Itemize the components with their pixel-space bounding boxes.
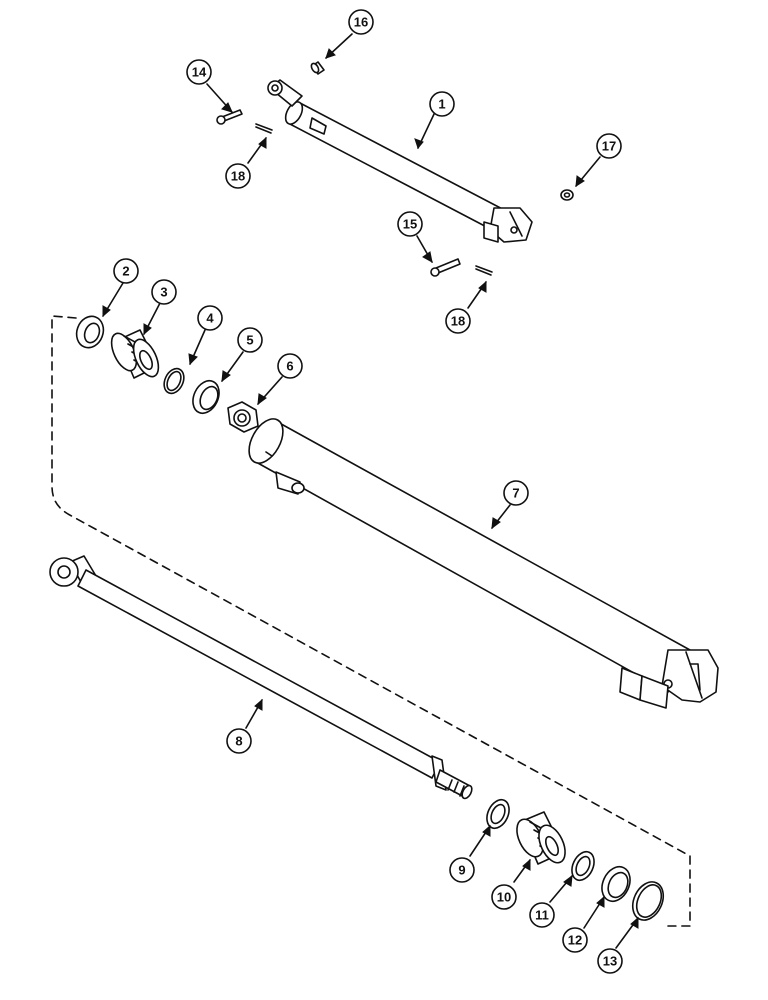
svg-text:2: 2 — [122, 264, 129, 279]
svg-text:14: 14 — [192, 65, 207, 80]
svg-text:12: 12 — [568, 933, 582, 948]
part-10-piston — [516, 811, 566, 865]
part-1-cylinder-assembly — [267, 79, 533, 243]
svg-text:8: 8 — [235, 734, 242, 749]
svg-text:9: 9 — [458, 863, 465, 878]
svg-text:17: 17 — [602, 139, 616, 154]
callout-14: 14 — [186, 59, 212, 85]
callout-7: 7 — [503, 480, 529, 506]
part-13-seal-ring — [631, 881, 665, 921]
svg-text:4: 4 — [206, 311, 214, 326]
callout-4: 4 — [197, 305, 223, 331]
svg-text:11: 11 — [535, 908, 549, 923]
part-5-backup-ring — [192, 379, 220, 415]
part-11-o-ring — [571, 850, 595, 882]
part-16-sleeve — [310, 61, 325, 75]
callout-18-lower: 18 — [445, 308, 471, 334]
callout-16: 16 — [348, 9, 374, 35]
callout-12: 12 — [562, 927, 588, 953]
svg-text:5: 5 — [246, 333, 253, 348]
callout-15: 15 — [397, 211, 423, 237]
svg-text:16: 16 — [354, 15, 368, 30]
callout-17: 17 — [596, 133, 622, 159]
assembly-dashed-outline — [51, 315, 691, 927]
part-14-pin — [216, 109, 243, 125]
part-17-washer — [560, 189, 574, 201]
part-12-backup-ring — [601, 865, 631, 903]
part-18-cotter-pin-upper — [255, 123, 273, 134]
part-2-wiper-seal — [75, 315, 105, 349]
svg-text:13: 13 — [603, 954, 617, 969]
callout-6: 6 — [277, 353, 303, 379]
callout-9: 9 — [449, 857, 475, 883]
part-7-barrel — [248, 418, 719, 709]
part-3-gland — [110, 329, 160, 379]
callout-3: 3 — [151, 279, 177, 305]
callout-1: 1 — [429, 91, 455, 117]
part-6-nut — [227, 401, 259, 433]
svg-text:18: 18 — [231, 169, 245, 184]
callout-8: 8 — [226, 728, 252, 754]
part-15-pin — [430, 258, 461, 277]
part-4-o-ring — [163, 367, 185, 395]
callout-13: 13 — [597, 948, 623, 974]
svg-text:18: 18 — [451, 314, 465, 329]
svg-text:15: 15 — [403, 217, 417, 232]
callout-18-upper: 18 — [225, 163, 251, 189]
callout-2: 2 — [113, 258, 139, 284]
part-9-o-ring — [486, 798, 510, 830]
svg-text:1: 1 — [438, 97, 445, 112]
svg-text:7: 7 — [512, 486, 519, 501]
callout-5: 5 — [237, 327, 263, 353]
callout-10: 10 — [491, 884, 517, 910]
svg-text:10: 10 — [497, 890, 511, 905]
svg-text:3: 3 — [160, 285, 167, 300]
part-8-piston-rod — [49, 555, 473, 800]
callout-11: 11 — [529, 902, 555, 928]
svg-text:6: 6 — [286, 359, 293, 374]
part-18-cotter-pin-lower — [475, 265, 493, 276]
leader-lines — [102, 33, 639, 949]
